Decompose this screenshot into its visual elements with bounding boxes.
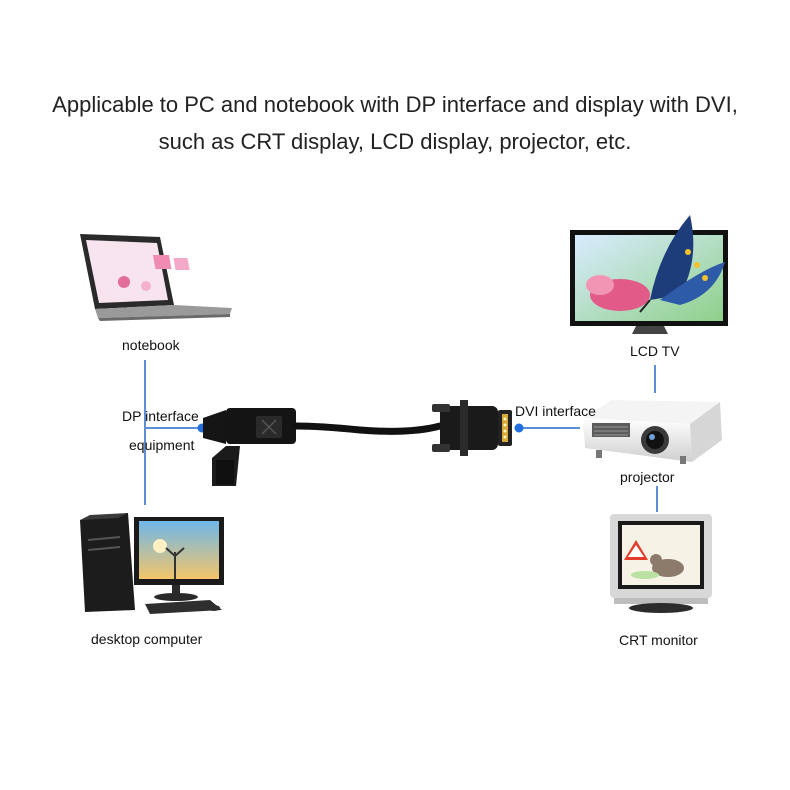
- desktop-computer-label: desktop computer: [91, 631, 203, 647]
- notebook-icon: [80, 234, 232, 321]
- lcd-tv-icon: [570, 215, 728, 334]
- projector-icon: [583, 400, 722, 464]
- desktop-computer-icon: [80, 513, 224, 614]
- dvi-interface-label: DVI interface: [515, 403, 596, 419]
- projector-label: projector: [620, 469, 675, 485]
- displayport-plug-icon: [203, 408, 296, 486]
- cable-icon: [292, 422, 444, 435]
- notebook-label: notebook: [122, 337, 180, 353]
- heading-line-1: Applicable to PC and notebook with DP in…: [52, 92, 738, 117]
- equipment-label: equipment: [129, 437, 195, 453]
- heading-line-2: such as CRT display, LCD display, projec…: [158, 129, 632, 154]
- dvi-plug-icon: [432, 400, 512, 456]
- dvi-dot-icon: [514, 423, 524, 433]
- crt-monitor-icon: [610, 514, 712, 613]
- crt-monitor-label: CRT monitor: [619, 632, 698, 648]
- dp-interface-label: DP interface: [122, 408, 199, 424]
- connector-lines: [144, 360, 658, 512]
- lcd-tv-label: LCD TV: [630, 343, 680, 359]
